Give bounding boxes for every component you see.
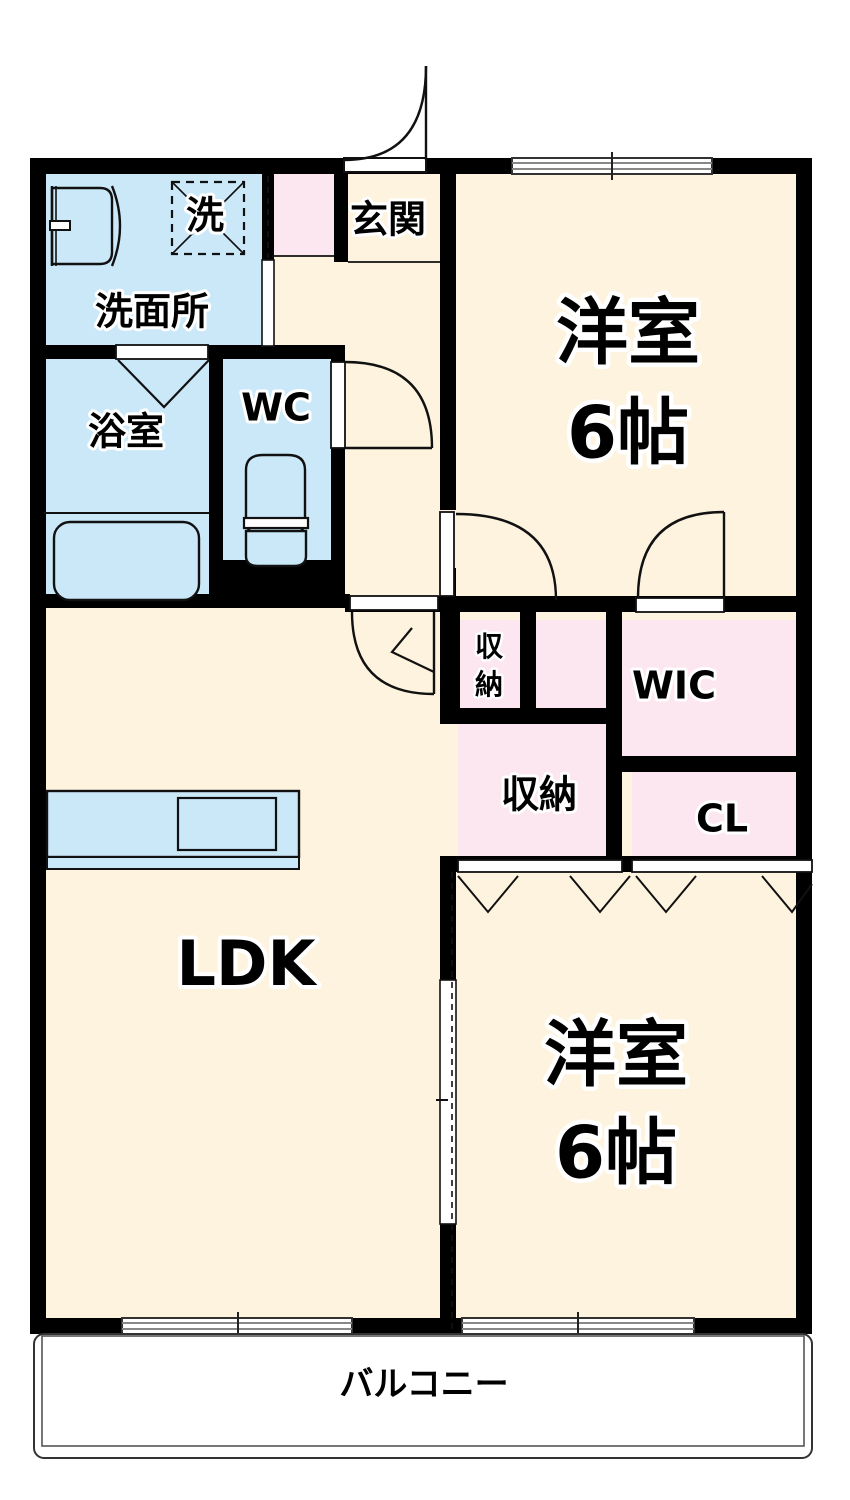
- entrance-door[interactable]: [343, 65, 428, 173]
- label-storage-narrow-b: 納: [475, 668, 503, 701]
- wall-entrance-left: [334, 158, 348, 262]
- storage-narrow-floor: [460, 620, 520, 710]
- wall-storage-left: [440, 610, 460, 722]
- wall-storage-main-right: [606, 610, 622, 870]
- label-washer: 洗: [186, 194, 224, 238]
- wall-exterior-left: [30, 158, 46, 1334]
- balcony: [33, 1333, 813, 1459]
- corridor-ldk-door[interactable]: [349, 595, 439, 696]
- ldk-bedroom-sliding-door[interactable]: [436, 872, 457, 1334]
- wall-storage-narrow-right: [520, 610, 536, 722]
- washing-machine-pan: [170, 180, 246, 256]
- label-storage-narrow-a: 収: [475, 630, 504, 663]
- wall-wic-cl-divider: [606, 756, 812, 772]
- fixtures: [44, 180, 310, 870]
- entrance-step-line: [272, 255, 440, 263]
- toilet-bowl-fixture: [242, 453, 310, 568]
- wall-corridor-bedroom1: [440, 158, 456, 510]
- label-bedroom-upper-size: 6帖: [567, 391, 689, 475]
- cl-floor: [632, 770, 812, 869]
- bathroom-folding-door[interactable]: [115, 344, 210, 409]
- shoe-box-floor: [272, 170, 334, 255]
- toilet-door[interactable]: [330, 360, 434, 450]
- window-bedroom-lower: [461, 1312, 695, 1340]
- room-labels: 洗 洗面所 浴室 WC 玄関 洋室 6帖 洋室 6帖 LDK 収 納 WIC 収…: [85, 191, 751, 1405]
- label-bathroom: 浴室: [88, 410, 164, 454]
- bathtub-fixture: [44, 512, 209, 602]
- wall-bedroom1-bottom: [440, 596, 812, 612]
- vanity-sink-fixture: [49, 185, 122, 267]
- label-entrance: 玄関: [350, 198, 426, 242]
- wall-storage-divider-h: [440, 708, 622, 724]
- closet-folding-doors[interactable]: [457, 859, 813, 914]
- kitchen-sink: [176, 796, 278, 852]
- openings: [115, 65, 813, 1340]
- floor-fills: [34, 158, 812, 1318]
- bedroom-upper-door[interactable]: [635, 510, 726, 613]
- window-bedroom-upper: [511, 152, 713, 180]
- corridor-door-upper[interactable]: [439, 511, 558, 601]
- wall-bath-wc: [209, 345, 223, 607]
- label-balcony: バルコニー: [339, 1365, 508, 1405]
- label-bedroom-lower-name: 洋室: [544, 1013, 688, 1097]
- label-washroom: 洗面所: [95, 290, 209, 334]
- label-storage-main: 収納: [501, 773, 577, 817]
- label-ldk: LDK: [176, 927, 317, 1000]
- kitchen-counter-fixture: [45, 789, 301, 870]
- label-toilet: WC: [241, 386, 311, 430]
- balcony-outline-inner: [41, 1335, 805, 1447]
- kitchen-counter-front: [46, 856, 300, 870]
- label-bedroom-lower-size: 6帖: [555, 1111, 677, 1195]
- wall-exterior-right: [796, 158, 812, 1334]
- label-cl: CL: [696, 797, 748, 841]
- storage-main-floor: [458, 724, 622, 869]
- label-wic: WIC: [632, 664, 716, 708]
- label-bedroom-upper-name: 洋室: [556, 291, 700, 375]
- washroom-sliding-door[interactable]: [261, 176, 275, 347]
